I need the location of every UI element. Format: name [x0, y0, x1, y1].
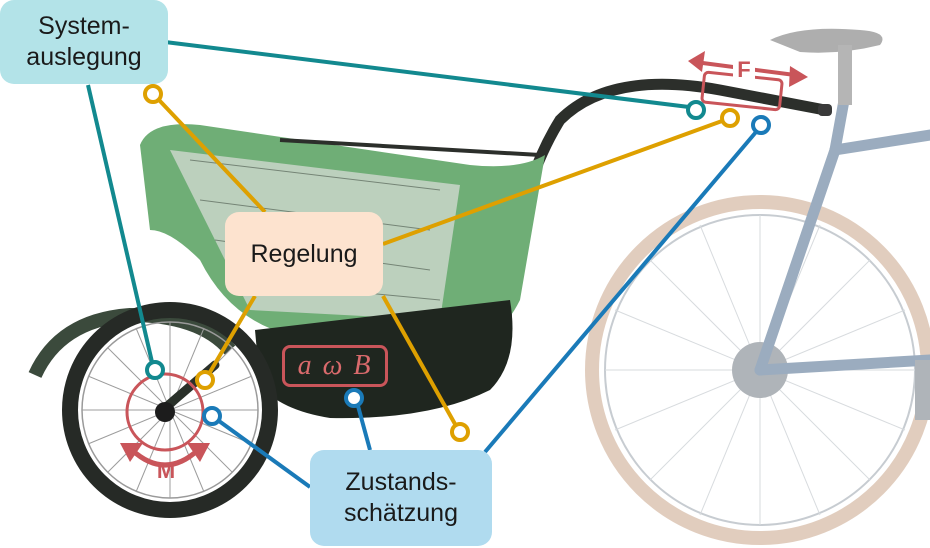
bicycle-saddle [770, 28, 883, 53]
trailer-wheel [62, 302, 278, 518]
bicycle-illustration [585, 28, 930, 545]
trailer-drawbar [499, 78, 831, 346]
system-design-text: System- auslegung [26, 12, 142, 71]
trailer-hub [155, 402, 175, 422]
state-estimation-connectors [202, 115, 771, 489]
control-label: Regelung [225, 212, 383, 296]
moment-annotation: M [120, 372, 210, 483]
system-design-connectors [86, 40, 706, 380]
state-estimation-label: Zustands- schätzung [310, 450, 492, 546]
control-text: Regelung [250, 239, 358, 268]
control-connectors [143, 84, 740, 442]
state-estimation-text: Zustands- schätzung [344, 468, 458, 527]
force-label: F [737, 57, 750, 82]
trailer-tub [255, 300, 513, 419]
system-design-label: System- auslegung [0, 0, 168, 84]
state-variables-box: a ω B [282, 345, 388, 387]
moment-label: M [157, 458, 175, 483]
force-annotation: F [688, 51, 808, 112]
